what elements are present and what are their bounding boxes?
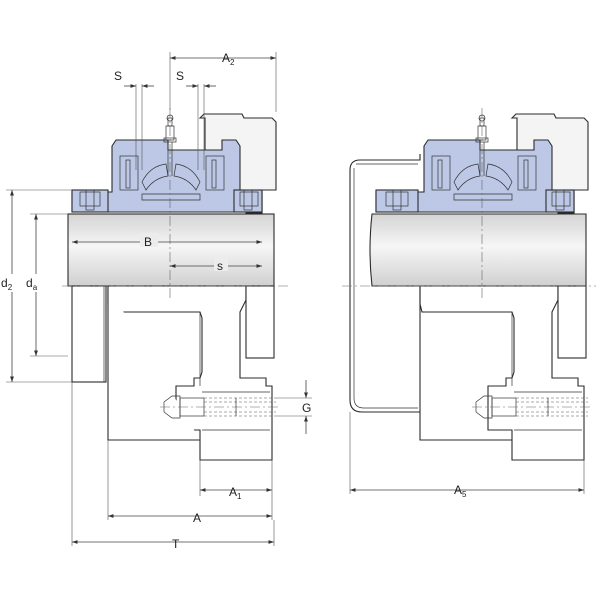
lower-housing (71, 285, 275, 461)
dim-label-a1: A1 (229, 485, 242, 501)
dim-label-d2: d2 (1, 276, 13, 292)
dim-label-da: da (26, 276, 38, 292)
dim-label-s-lower: s (217, 259, 223, 273)
bolt-icon (160, 395, 280, 419)
bearing-insert (71, 139, 263, 213)
left-view (62, 108, 290, 461)
shaft (67, 213, 275, 287)
dim-label-s-left: S (114, 69, 122, 83)
bearing-insert-right (375, 139, 575, 213)
dim-label-g: G (302, 401, 311, 415)
bolt-icon (392, 189, 565, 211)
dim-label-a: A (193, 511, 201, 525)
shaft-right (369, 213, 587, 287)
dimensions: S S A2 B s d2 da G (0, 51, 585, 551)
dim-label-b: B (144, 235, 152, 249)
dim-label-a5: A5 (454, 483, 467, 499)
dim-label-s-right: S (176, 69, 184, 83)
bolt-icon (472, 395, 590, 419)
dim-label-a2: A2 (222, 51, 235, 67)
dim-label-t: T (172, 537, 180, 551)
right-view (342, 108, 596, 461)
lower-housing-right (419, 285, 587, 461)
bolt-icon (85, 189, 253, 211)
